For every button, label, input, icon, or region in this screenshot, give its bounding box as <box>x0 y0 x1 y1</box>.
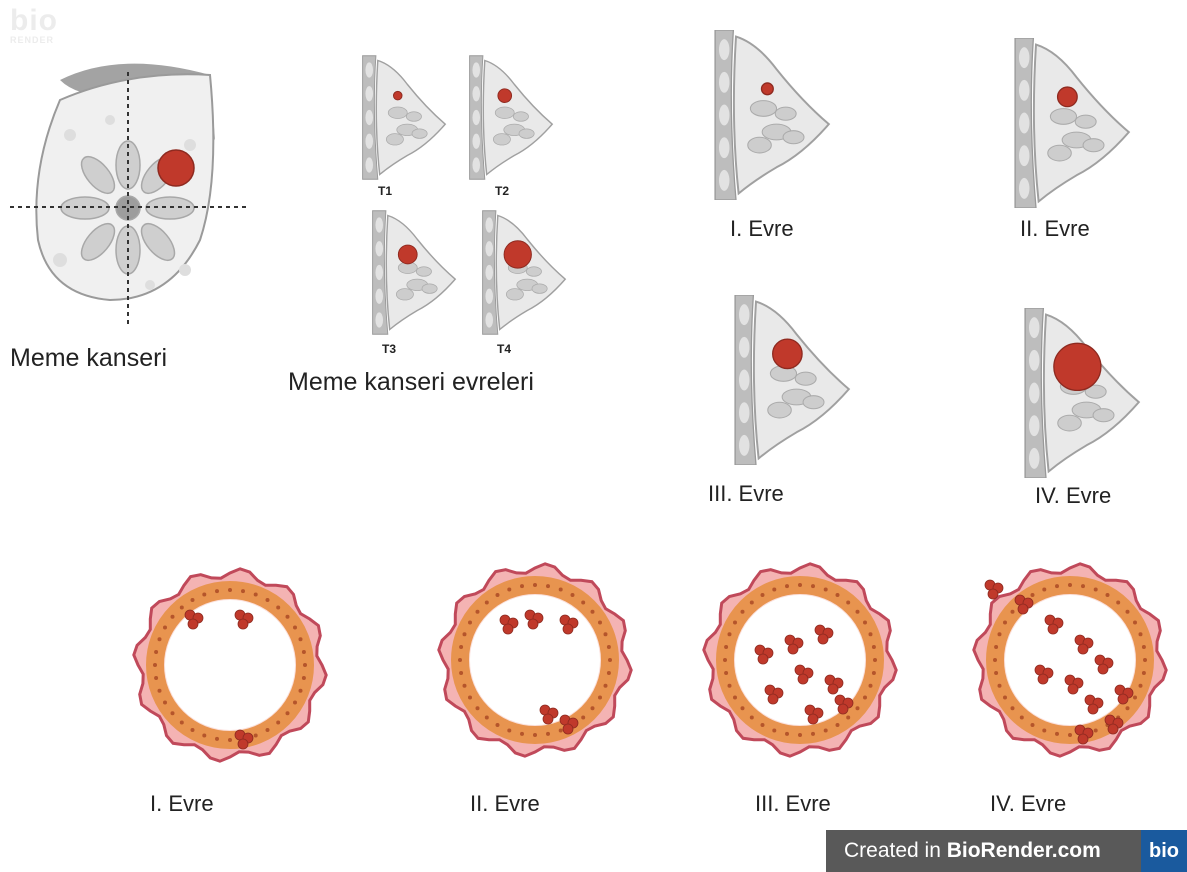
t-stage-breast-4 <box>475 210 570 335</box>
stage-breast-label: III. Evre <box>708 481 784 507</box>
stage-breast-label: II. Evre <box>1020 216 1090 242</box>
duct-cross-section-3 <box>700 560 900 760</box>
breast-frontal-illustration <box>0 60 260 335</box>
main-breast-caption: Meme kanseri <box>10 344 167 373</box>
t-stages-caption: Meme kanseri evreleri <box>288 368 534 397</box>
stage-breast-4 <box>1010 308 1150 478</box>
duct-cross-section-4 <box>970 560 1170 760</box>
biorender-logo: bio <box>1141 830 1187 872</box>
stage-breast-3 <box>720 295 860 465</box>
t-stage-breast-3 <box>365 210 460 335</box>
banner-text: Created in BioRender.com <box>844 839 1101 863</box>
t-stage-label: T3 <box>382 342 396 356</box>
duct-stage-label: IV. Evre <box>990 791 1066 817</box>
watermark-brand: bio <box>10 6 58 36</box>
duct-stage-label: II. Evre <box>470 791 540 817</box>
duct-stage-label: III. Evre <box>755 791 831 817</box>
watermark-subtext: RENDER <box>10 36 58 45</box>
biorender-watermark: bio RENDER <box>10 6 58 45</box>
t-stage-label: T2 <box>495 184 509 198</box>
stage-breast-label: I. Evre <box>730 216 794 242</box>
t-stage-breast-2 <box>462 55 557 180</box>
duct-cross-section-2 <box>435 560 635 760</box>
t-stage-label: T1 <box>378 184 392 198</box>
stage-breast-1 <box>700 30 840 200</box>
stage-breast-2 <box>1000 38 1140 208</box>
t-stage-label: T4 <box>497 342 511 356</box>
biorender-banner[interactable]: Created in BioRender.com bio <box>826 830 1187 872</box>
t-stage-breast-1 <box>355 55 450 180</box>
duct-stage-label: I. Evre <box>150 791 214 817</box>
stage-breast-label: IV. Evre <box>1035 483 1111 509</box>
duct-cross-section-1 <box>130 565 330 765</box>
